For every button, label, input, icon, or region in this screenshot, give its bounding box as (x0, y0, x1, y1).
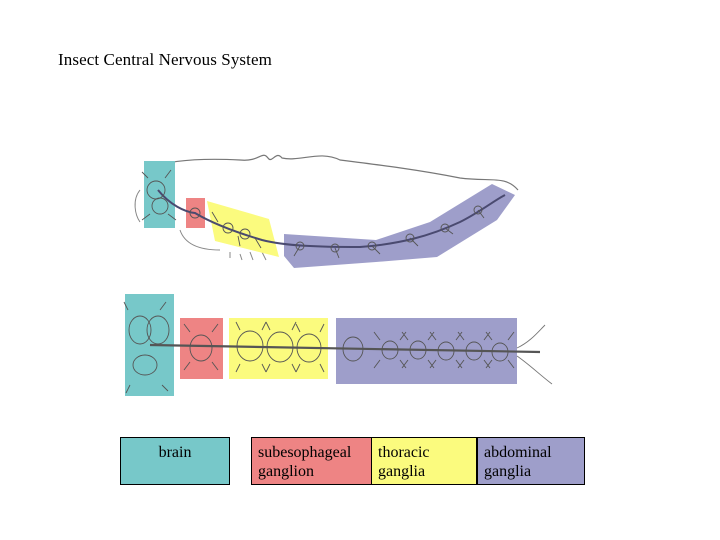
side-nerve-cord (157, 189, 506, 249)
legend-thoracic-label: thoracic ganglia (378, 444, 430, 480)
legend-abdominal-label: abdominal ganglia (484, 444, 552, 480)
top-nerve-cord (149, 343, 541, 354)
side-abdominal-region (284, 184, 515, 268)
legend-brain-label: brain (158, 444, 192, 461)
diagram-title: Insect Central Nervous System (58, 50, 272, 69)
legend-brain: brain (120, 437, 230, 485)
legend-abdominal: abdominal ganglia (477, 437, 585, 485)
body-outline-dorsal (149, 154, 519, 191)
legend-thoracic: thoracic ganglia (371, 437, 477, 485)
color-legend: brain subesophageal ganglion thoracic ga… (120, 437, 585, 485)
side-view (134, 154, 519, 268)
legend-subesophageal: subesophageal ganglion (251, 437, 371, 485)
top-view (123, 294, 553, 396)
body-outline-ventral (179, 229, 267, 261)
legend-subesophageal-label: subesophageal ganglion (258, 444, 352, 480)
